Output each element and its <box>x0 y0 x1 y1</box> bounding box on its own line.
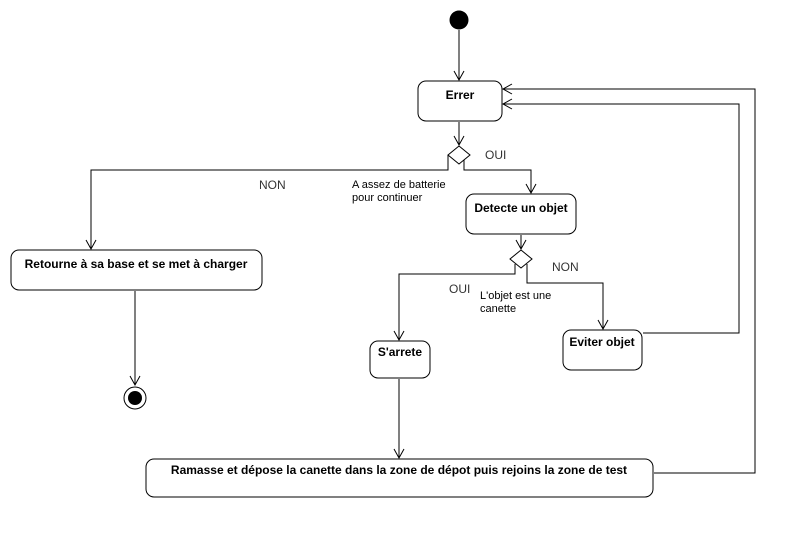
label-non-object: NON <box>552 260 579 274</box>
decision-object <box>509 249 533 269</box>
node-errer: Errer <box>417 80 503 122</box>
node-detecte-label: Detecte un objet <box>474 201 567 215</box>
edge-decision-to-detecte <box>463 160 537 195</box>
edge-decision-to-retourne <box>85 155 449 251</box>
label-battery-condition-1: A assez de batterie <box>352 179 446 191</box>
label-battery-condition-2: pour continuer <box>352 192 423 204</box>
label-oui-battery: OUI <box>485 148 506 162</box>
node-eviter-label: Eviter objet <box>569 335 634 349</box>
node-sarrete: S'arrete <box>369 340 431 379</box>
edge-eviter-to-errer <box>501 98 740 334</box>
label-non-battery: NON <box>259 178 286 192</box>
edge-sarrete-to-ramasse <box>393 379 405 460</box>
node-ramasse-label: Ramasse et dépose la canette dans la zon… <box>171 463 627 477</box>
node-eviter: Eviter objet <box>562 329 643 371</box>
node-detecte: Detecte un objet <box>465 193 577 235</box>
node-retourne: Retourne à sa base et se met à charger <box>10 249 263 291</box>
node-ramasse: Ramasse et dépose la canette dans la zon… <box>145 458 654 498</box>
label-object-condition-2: canette <box>480 303 516 315</box>
edge-ramasse-to-errer <box>501 83 756 474</box>
final-node <box>123 386 147 410</box>
edge-initial-to-errer <box>453 30 465 82</box>
node-sarrete-label: S'arrete <box>378 345 423 359</box>
edge-detecte-to-decision-object <box>515 235 527 251</box>
node-errer-label: Errer <box>446 88 475 102</box>
initial-node <box>449 10 469 30</box>
decision-battery <box>447 145 471 165</box>
edge-decision-to-eviter <box>526 264 609 331</box>
label-oui-object: OUI <box>449 282 470 296</box>
edge-errer-to-decision-battery <box>453 122 465 147</box>
edge-decision-to-sarrete <box>393 264 516 342</box>
node-retourne-label: Retourne à sa base et se met à charger <box>25 257 248 271</box>
label-object-condition-1: L'objet est une <box>480 290 551 302</box>
edge-retourne-to-final <box>129 291 141 387</box>
